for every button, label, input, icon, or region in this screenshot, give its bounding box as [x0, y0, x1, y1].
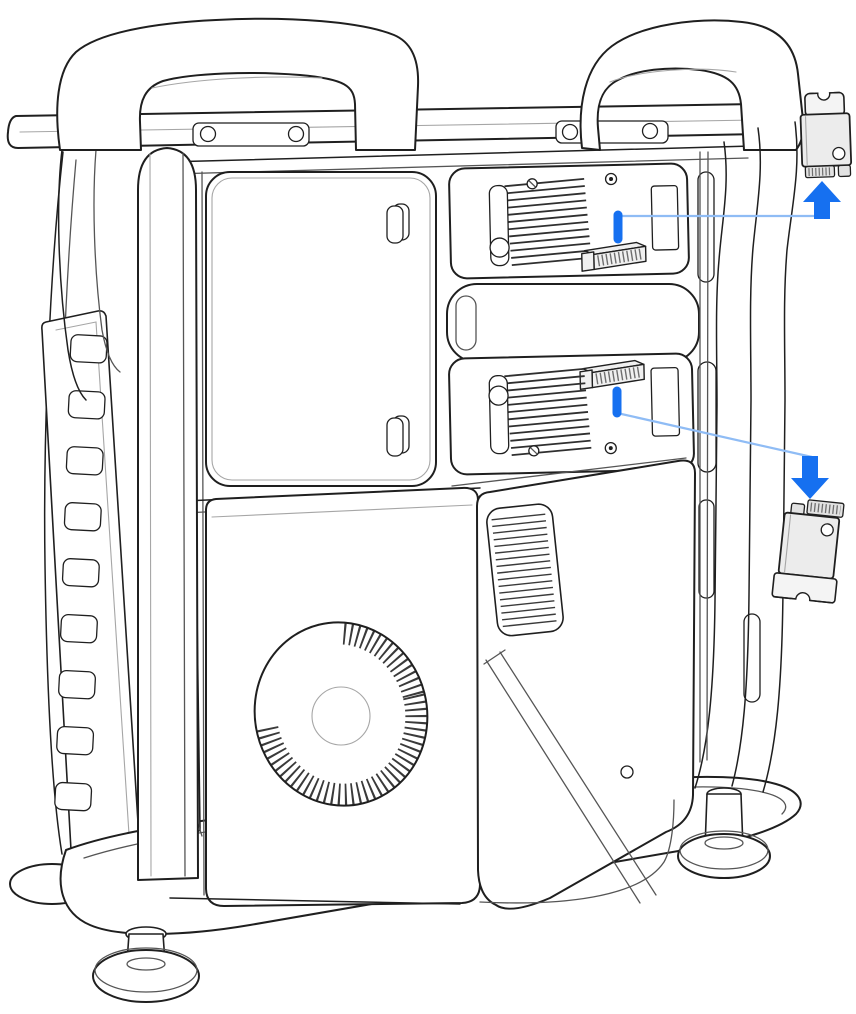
ssd-module-lower [771, 499, 845, 612]
slot-cover-tab [65, 446, 104, 476]
rail-bracket-left [192, 122, 310, 147]
module-screw-hole [832, 146, 846, 161]
rail-bracket-right [555, 120, 669, 144]
blower-fan [252, 619, 429, 807]
panel-end-pills [697, 171, 761, 703]
vent-grille [486, 503, 564, 637]
screw-lower-right [604, 441, 617, 455]
handle-bar [446, 283, 700, 363]
panel-screw-hole [620, 765, 634, 779]
heatsink-upper [488, 177, 592, 268]
screw-upper-right [604, 172, 618, 186]
ssd-bay-upper [448, 162, 690, 280]
right-frame-leg [694, 121, 798, 793]
fan-hub [311, 686, 371, 746]
module-screw-hole [820, 523, 834, 537]
door-handle-tab-upper [386, 203, 410, 244]
slot-cover-tab [67, 390, 106, 420]
sidecar-module-upper [650, 184, 680, 251]
sidecar-module-lower [650, 366, 681, 437]
interior-left-edge [201, 171, 205, 896]
diagonal-strap [483, 649, 657, 904]
door-handle-tab-lower [386, 415, 410, 457]
slot-cover-tab [54, 781, 93, 812]
callout-upper [613, 181, 841, 244]
screw-upper-left [526, 178, 538, 190]
slot-cover-tab [59, 613, 98, 644]
carry-handle-left [56, 17, 420, 151]
module-connector-pins [804, 164, 852, 179]
chassis-bottom-curve [479, 799, 675, 904]
callout-lower [612, 386, 829, 499]
door-panel [205, 171, 437, 487]
up-arrow-icon [803, 181, 841, 219]
slot-cover-tab [61, 558, 100, 588]
ssd-connector-lower [579, 359, 645, 390]
heatsink-lower [488, 368, 592, 461]
slot-cover-tab [56, 725, 95, 756]
lower-shelf-line [451, 457, 687, 487]
chassis-bottom-line [169, 897, 461, 905]
ssd-connector-upper [581, 241, 647, 272]
psu-panel [476, 459, 696, 910]
callout-line-lower [616, 411, 813, 459]
down-arrow-icon [791, 456, 829, 499]
foot-front-left [92, 926, 200, 1003]
fan-panel [205, 486, 481, 907]
left-frame-post [137, 147, 199, 881]
left-handle-legs [57, 149, 121, 401]
screw-lower-left [528, 445, 540, 457]
pcie-slot-covers [41, 310, 141, 875]
slot-cover-tab [58, 669, 96, 700]
slot-cover-tab [69, 334, 108, 364]
ssd-bay-lower [448, 352, 695, 476]
foot-front-right [677, 787, 771, 879]
slot-cover-tab [63, 502, 102, 532]
ssd-module-upper [799, 79, 853, 179]
